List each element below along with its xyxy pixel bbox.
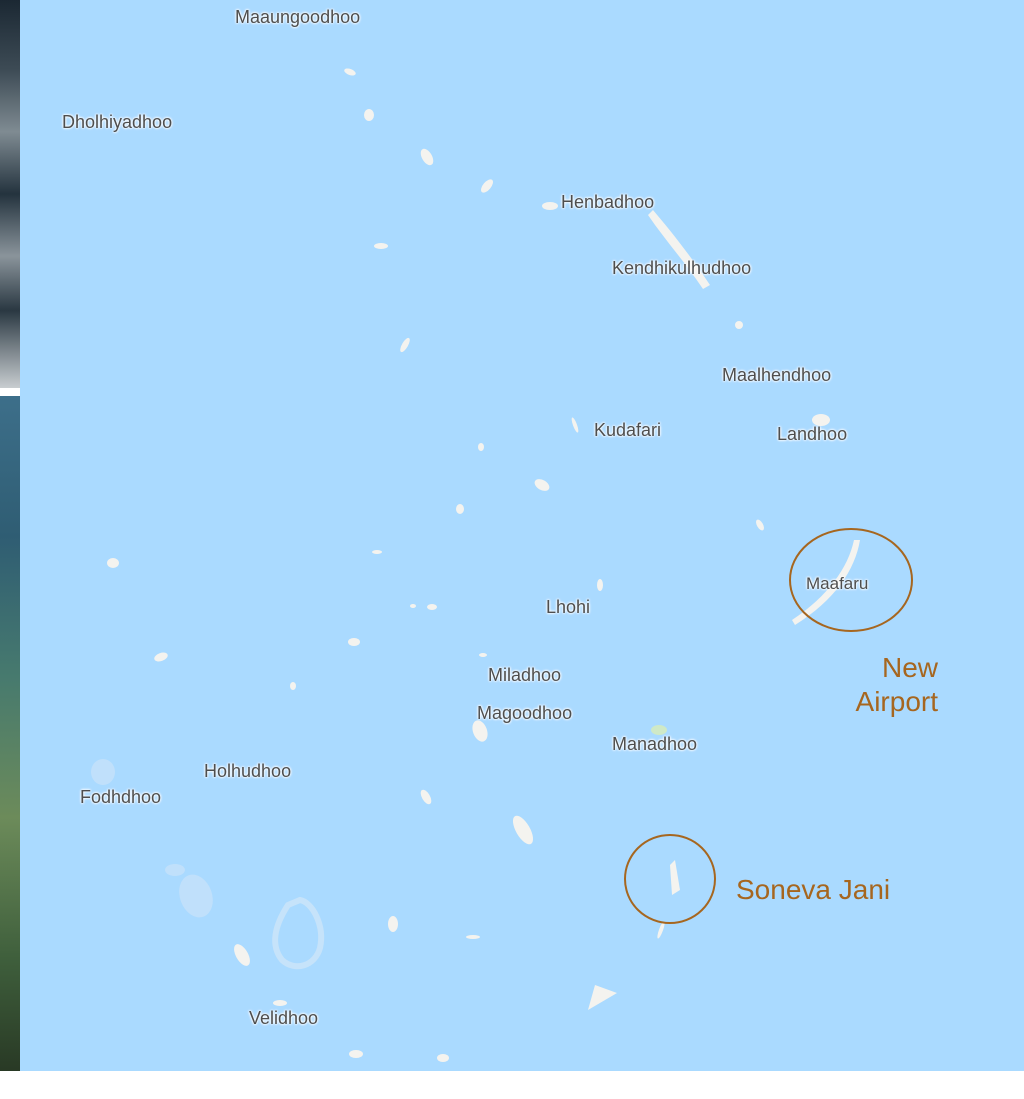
- label-fodhdhoo: Fodhdhoo: [80, 787, 162, 807]
- lagoon: [91, 759, 115, 785]
- island: [670, 860, 680, 895]
- side-photo-top: [0, 0, 20, 388]
- lagoon: [179, 874, 213, 918]
- island: [154, 652, 168, 662]
- map-canvas[interactable]: Maaungoodhoo Dholhiyadhoo Henbadhoo Kend…: [20, 0, 1024, 1071]
- island: [410, 604, 416, 608]
- island: [466, 935, 480, 939]
- island: [597, 579, 603, 591]
- new-airport-line1: New: [881, 652, 938, 683]
- island: [420, 789, 432, 805]
- island: [437, 1054, 449, 1062]
- label-miladhoo: Miladhoo: [488, 665, 562, 685]
- island: [735, 321, 743, 329]
- new-airport-circle: [789, 528, 913, 632]
- new-airport-line2: Airport: [855, 686, 938, 717]
- island: [234, 944, 250, 966]
- island: [756, 519, 764, 531]
- label-landhoo: Landhoo: [777, 424, 848, 444]
- label-velidhoo: Velidhoo: [249, 1008, 319, 1028]
- island: [512, 815, 534, 845]
- side-photo-strip: [0, 0, 20, 1099]
- island: [792, 540, 860, 625]
- new-airport-annotation: New Airport: [820, 651, 938, 719]
- photo-divider: [0, 388, 20, 396]
- soneva-jani-circle: [624, 834, 716, 924]
- island: [571, 417, 579, 433]
- island: [290, 682, 296, 690]
- island: [481, 179, 493, 193]
- island: [534, 479, 550, 491]
- island: [344, 68, 356, 76]
- soneva-jani-annotation: Soneva Jani: [736, 874, 891, 905]
- side-photo-bottom: [0, 396, 20, 1099]
- island: [273, 1000, 287, 1006]
- label-manadhoo: Manadhoo: [612, 734, 698, 754]
- island: [107, 558, 119, 568]
- island: [420, 148, 434, 166]
- lagoon: [165, 864, 185, 876]
- island: [648, 210, 710, 289]
- label-maalhendhoo: Maalhendhoo: [722, 365, 832, 385]
- label-magoodhoo: Magoodhoo: [477, 703, 573, 723]
- island: [348, 638, 360, 646]
- island: [812, 414, 830, 426]
- island: [456, 504, 464, 514]
- reef-ring: [272, 896, 325, 970]
- island: [374, 243, 388, 249]
- label-kudafari: Kudafari: [594, 420, 662, 440]
- island: [349, 1050, 363, 1058]
- label-maafaru: Maafaru: [806, 574, 869, 593]
- vegetated-island: [651, 725, 667, 735]
- label-dholhiyadhoo: Dholhiyadhoo: [62, 112, 173, 132]
- island: [388, 916, 398, 932]
- island: [542, 202, 558, 210]
- bottom-margin: [0, 1071, 1024, 1099]
- island: [472, 720, 488, 742]
- map-islands-layer: [91, 68, 913, 1062]
- island: [427, 604, 437, 610]
- island: [657, 921, 665, 939]
- island: [588, 985, 617, 1010]
- island: [400, 337, 410, 353]
- label-kendhikulhudhoo: Kendhikulhudhoo: [612, 258, 752, 278]
- label-holhudhoo: Holhudhoo: [204, 761, 292, 781]
- label-maaungoodhoo: Maaungoodhoo: [235, 7, 361, 27]
- island: [372, 550, 382, 554]
- island: [364, 109, 374, 121]
- label-lhohi: Lhohi: [546, 597, 591, 617]
- island: [478, 443, 484, 451]
- island: [479, 653, 487, 657]
- label-henbadhoo: Henbadhoo: [561, 192, 655, 212]
